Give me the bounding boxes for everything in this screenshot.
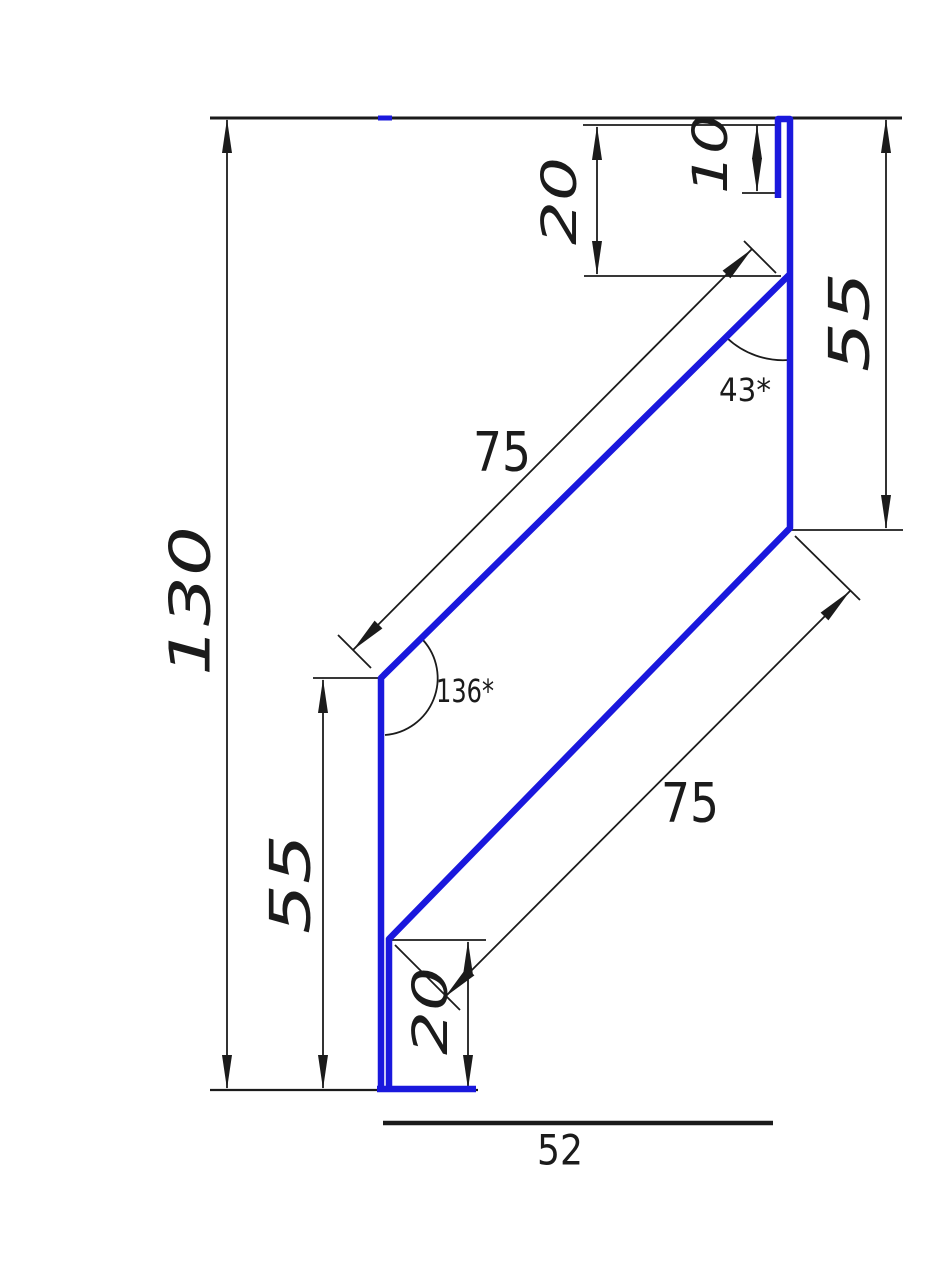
- arrow-right-height-bottom: [881, 495, 891, 529]
- arrow-hem-top: [752, 125, 762, 159]
- label-left-height: 55: [259, 834, 324, 934]
- dim-line-lower-diagonal: [444, 590, 851, 998]
- label-hem: 10: [683, 114, 739, 194]
- arrow-left-height-bottom: [318, 1055, 328, 1089]
- label-lower-diagonal: 75: [661, 772, 719, 835]
- profile-upper-face: [377, 272, 792, 1090]
- arrow-total-height-top: [222, 119, 232, 153]
- ext-upper-diagonal-bottom: [337, 634, 372, 669]
- arrow-upper-diagonal-bottom: [353, 620, 383, 650]
- arrow-lower-diagonal-top: [820, 591, 850, 621]
- label-upper-diagonal: 75: [473, 421, 531, 484]
- arrow-hem-bottom: [752, 158, 762, 192]
- arrowheads: [222, 119, 891, 1089]
- arrow-left-height-top: [318, 679, 328, 713]
- label-right-height: 55: [818, 272, 883, 372]
- angle-arc-upper: [726, 337, 790, 362]
- profile-outline: [377, 115, 794, 1093]
- arrow-lower-diagonal-bottom: [445, 967, 475, 997]
- label-bottom-inset: 20: [403, 967, 459, 1055]
- dim-line-upper-diagonal: [352, 248, 753, 651]
- label-total-height: 130: [159, 526, 224, 676]
- ext-upper-diagonal-top: [743, 240, 777, 274]
- arrow-bottom-inset-bottom: [463, 1055, 473, 1089]
- label-lower-angle: 136*: [436, 672, 494, 710]
- ext-lower-diagonal-bottom: [394, 944, 461, 1011]
- angle-arc-lower: [384, 639, 439, 736]
- arrow-upper-diagonal-top: [722, 249, 752, 279]
- arrow-right-height-top: [881, 119, 891, 153]
- label-base-width: 52: [537, 1126, 583, 1175]
- ext-lower-diagonal-top: [794, 535, 861, 601]
- arrow-total-height-bottom: [222, 1055, 232, 1089]
- arrow-top-inset-top: [592, 126, 602, 160]
- label-upper-angle: 43*: [719, 371, 771, 409]
- arrow-bottom-inset-top: [463, 941, 473, 975]
- profile-main-face: [385, 115, 794, 1088]
- label-top-inset: 20: [532, 157, 588, 245]
- dimension-labels: 130 55 55 20 10 20 75 75 52 43* 136*: [159, 114, 883, 1175]
- arrow-top-inset-bottom: [592, 241, 602, 275]
- dimension-linework: [210, 116, 903, 1126]
